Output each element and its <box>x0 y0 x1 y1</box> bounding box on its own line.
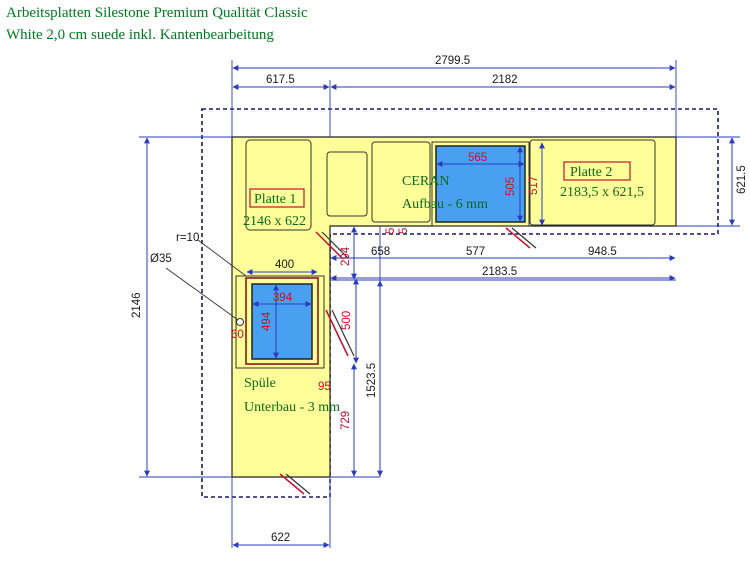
panel-a <box>326 151 368 217</box>
plate2-name-box <box>563 161 631 181</box>
dim-sink-inner-width: 394 <box>273 292 293 304</box>
ceran-name: CERAN <box>402 174 449 189</box>
cut-mark-8 <box>285 473 311 495</box>
tap-hole <box>236 318 244 326</box>
dim-bottom-width: 622 <box>271 532 290 544</box>
plate1-name: Platte 1 <box>254 192 296 207</box>
dim-right-width: 2182 <box>492 74 518 86</box>
dim-offset-658: 658 <box>371 246 390 258</box>
panel-plate2 <box>529 139 656 226</box>
sink-name: Spüle <box>244 376 276 391</box>
dim-offset-577: 577 <box>466 246 485 258</box>
title-line-1: Arbeitsplatten Silestone Premium Qualitä… <box>6 5 308 21</box>
title-line-2: White 2,0 cm suede inkl. Kantenbearbeitu… <box>6 27 274 43</box>
dim-sink-inner-depth: 494 <box>261 311 273 331</box>
dim-right-depth: 621.5 <box>736 165 748 194</box>
dim-small-5a: 5 <box>385 228 397 234</box>
sink-mount: Unterbau - 3 mm <box>244 400 340 415</box>
sink-cutout <box>251 283 313 360</box>
cut-mark-7 <box>279 473 305 495</box>
dim-inner-294: 294 <box>340 246 352 266</box>
panel-left-top <box>245 139 312 231</box>
dim-radius: r=10 <box>176 232 199 244</box>
extension-lines <box>139 60 740 548</box>
cooktop-cutout <box>435 145 526 223</box>
cooktop-frame <box>431 141 530 227</box>
dim-left-total-height: 2146 <box>131 292 143 318</box>
dim-inner-height: 1523.5 <box>366 363 378 398</box>
plate1-name-box <box>249 188 305 208</box>
plate2-size: 2183,5 x 621,5 <box>560 185 644 200</box>
dim-sink-side: 500 <box>341 311 353 330</box>
dim-lower-729: 729 <box>340 411 352 430</box>
dim-sink-outer-width: 400 <box>275 259 294 271</box>
panel-b <box>371 141 431 223</box>
dim-small-95: 95 <box>318 381 331 393</box>
dim-small-5b: 5 <box>398 228 410 234</box>
sink-outer-frame <box>245 277 319 365</box>
dim-small-60: 60 <box>231 329 244 341</box>
dim-cooktop-side: 517 <box>528 176 540 195</box>
plate2-name: Platte 2 <box>570 165 612 180</box>
dim-cooktop-width: 565 <box>468 152 487 164</box>
drawing-title: Arbeitsplatten Silestone Premium Qualitä… <box>6 2 308 46</box>
dim-total-width: 2799.5 <box>435 55 470 67</box>
cut-mark-4 <box>321 231 349 259</box>
dim-plate2-length: 2183.5 <box>482 266 517 278</box>
dim-cooktop-depth: 505 <box>505 177 517 196</box>
ceran-mount: Aufbau - 6 mm <box>402 197 488 212</box>
cut-mark-1 <box>505 227 531 249</box>
dim-diameter: Ø35 <box>150 253 172 265</box>
dim-left-width: 617.5 <box>266 74 295 86</box>
cut-mark-3 <box>315 231 343 259</box>
cut-mark-2 <box>511 227 537 249</box>
plate1-size: 2146 x 622 <box>243 214 306 229</box>
radius-leader <box>197 239 247 277</box>
dimension-lines <box>144 65 735 548</box>
dim-offset-948: 948.5 <box>588 246 617 258</box>
diameter-leader <box>165 267 239 321</box>
cut-mark-6 <box>331 309 355 357</box>
cut-mark-5 <box>325 309 349 357</box>
